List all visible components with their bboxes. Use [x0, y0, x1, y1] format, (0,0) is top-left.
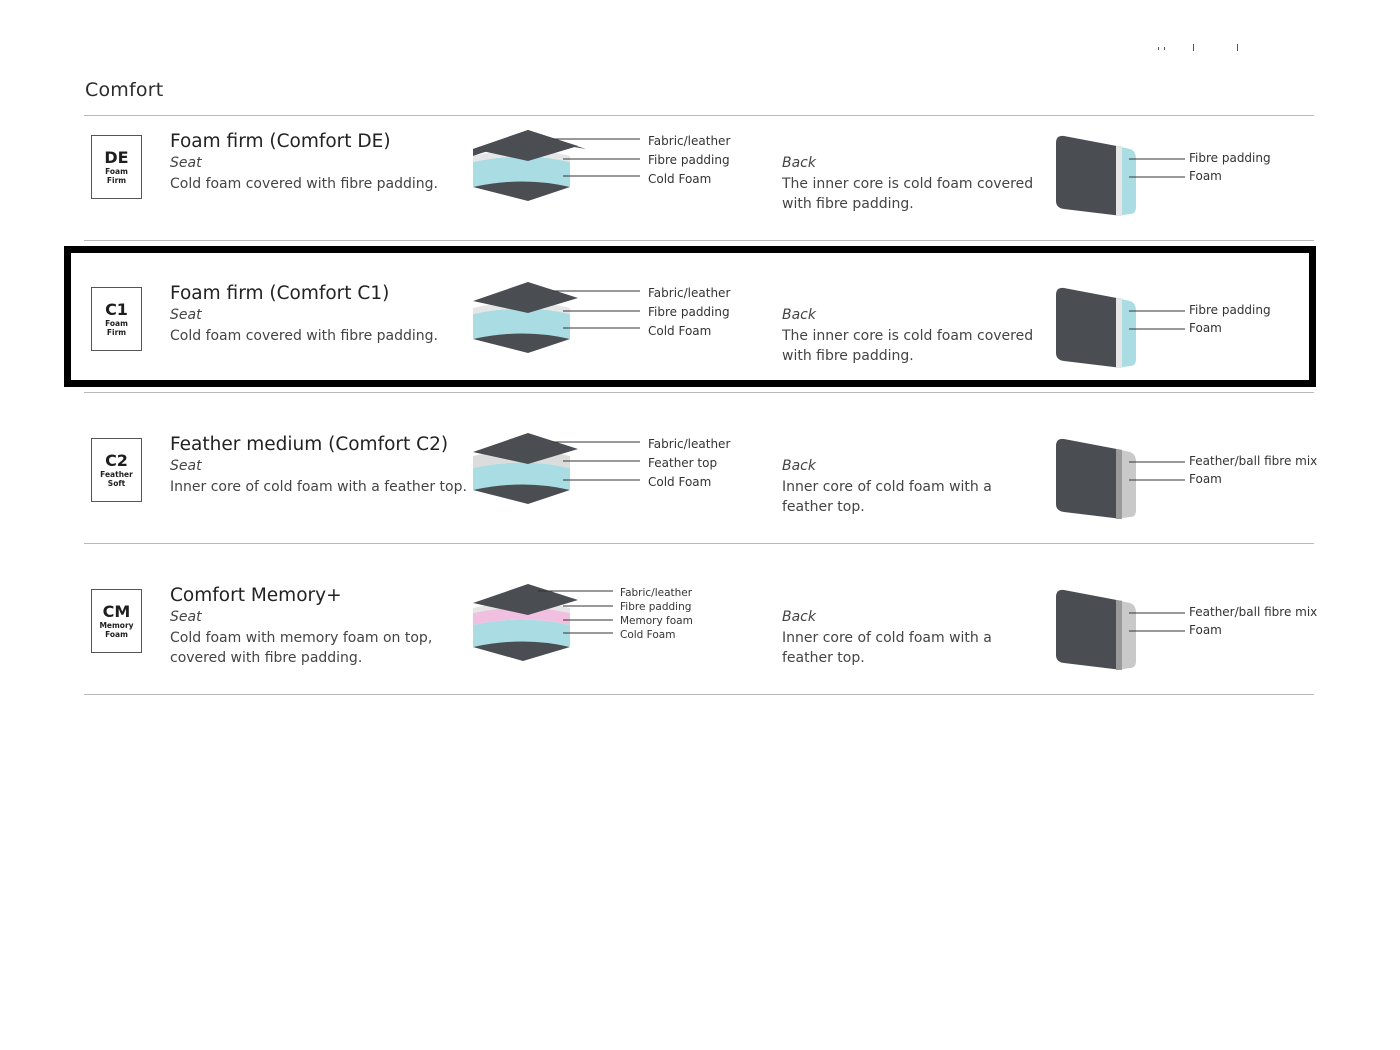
- back-layer-labels: Fibre padding Foam: [1189, 303, 1271, 335]
- comfort-code-badge: C2 Feather Soft: [91, 438, 142, 502]
- comfort-title: Comfort Memory+: [170, 585, 342, 606]
- back-description: The inner core is cold foam covered with…: [782, 176, 1034, 212]
- back-description: Inner core of cold foam with a feather t…: [782, 479, 992, 515]
- seat-layer-labels: Fabric/leather Fibre padding Cold Foam: [648, 286, 731, 338]
- comfort-title: Feather medium (Comfort C2): [170, 434, 449, 455]
- seat-label: Seat: [170, 458, 202, 474]
- back-cushion-diagram: [1056, 287, 1185, 368]
- back-label: Back: [782, 155, 816, 171]
- seat-layer-labels: Fabric/leather Feather top Cold Foam: [648, 437, 731, 489]
- back-layer-labels: Feather/ball fibre mix Foam: [1189, 454, 1318, 486]
- seat-description: Cold foam covered with fibre padding.: [170, 328, 438, 344]
- comfort-code-badge: DE Foam Firm: [91, 135, 142, 199]
- divider: [84, 115, 1314, 116]
- divider: [84, 240, 1314, 241]
- comfort-row-c1: C1 Foam Firm Foam firm (Comfort C1) Seat…: [0, 282, 1400, 427]
- comfort-code-badge: CM Memory Foam: [91, 589, 142, 653]
- seat-description: Inner core of cold foam with a feather t…: [170, 479, 467, 495]
- back-label: Back: [782, 458, 816, 474]
- comfort-title: Foam firm (Comfort C1): [170, 283, 390, 304]
- section-title: Comfort: [85, 79, 164, 101]
- back-cushion-diagram: [1056, 135, 1185, 216]
- back-description: Inner core of cold foam with a feather t…: [782, 630, 992, 666]
- seat-layer-labels: Fabric/leather Fibre padding Memory foam…: [620, 587, 693, 641]
- back-label: Back: [782, 609, 816, 625]
- comfort-title: Foam firm (Comfort DE): [170, 131, 391, 152]
- seat-layers-diagram: [473, 433, 640, 504]
- divider: [84, 694, 1314, 695]
- seat-layers-diagram: [473, 130, 640, 201]
- divider: [84, 392, 1314, 393]
- comfort-row-cm: CM Memory Foam Comfort Memory+ Seat Cold…: [0, 584, 1400, 729]
- seat-description: Cold foam covered with fibre padding.: [170, 176, 438, 192]
- seat-layers-diagram: [473, 282, 640, 353]
- back-layer-labels: Feather/ball fibre mix Foam: [1189, 605, 1318, 637]
- back-label: Back: [782, 307, 816, 323]
- seat-layer-labels: Fabric/leather Fibre padding Cold Foam: [648, 134, 731, 186]
- seat-label: Seat: [170, 155, 202, 171]
- highlight-box: [64, 246, 1316, 387]
- back-layer-labels: Fibre padding Foam: [1189, 151, 1271, 183]
- page-tick-marks: [1150, 44, 1250, 54]
- back-description: The inner core is cold foam covered with…: [782, 328, 1034, 364]
- seat-layers-diagram: [473, 584, 613, 661]
- comfort-row-de: DE Foam Firm Foam firm (Comfort DE) Seat…: [0, 130, 1400, 275]
- divider: [84, 543, 1314, 544]
- comfort-row-c2: C2 Feather Soft Feather medium (Comfort …: [0, 433, 1400, 578]
- comfort-code-badge: C1 Foam Firm: [91, 287, 142, 351]
- seat-description: Cold foam with memory foam on top, cover…: [170, 630, 433, 666]
- seat-label: Seat: [170, 609, 202, 625]
- seat-label: Seat: [170, 307, 202, 323]
- back-cushion-diagram: [1056, 438, 1185, 519]
- back-cushion-diagram: [1056, 589, 1185, 670]
